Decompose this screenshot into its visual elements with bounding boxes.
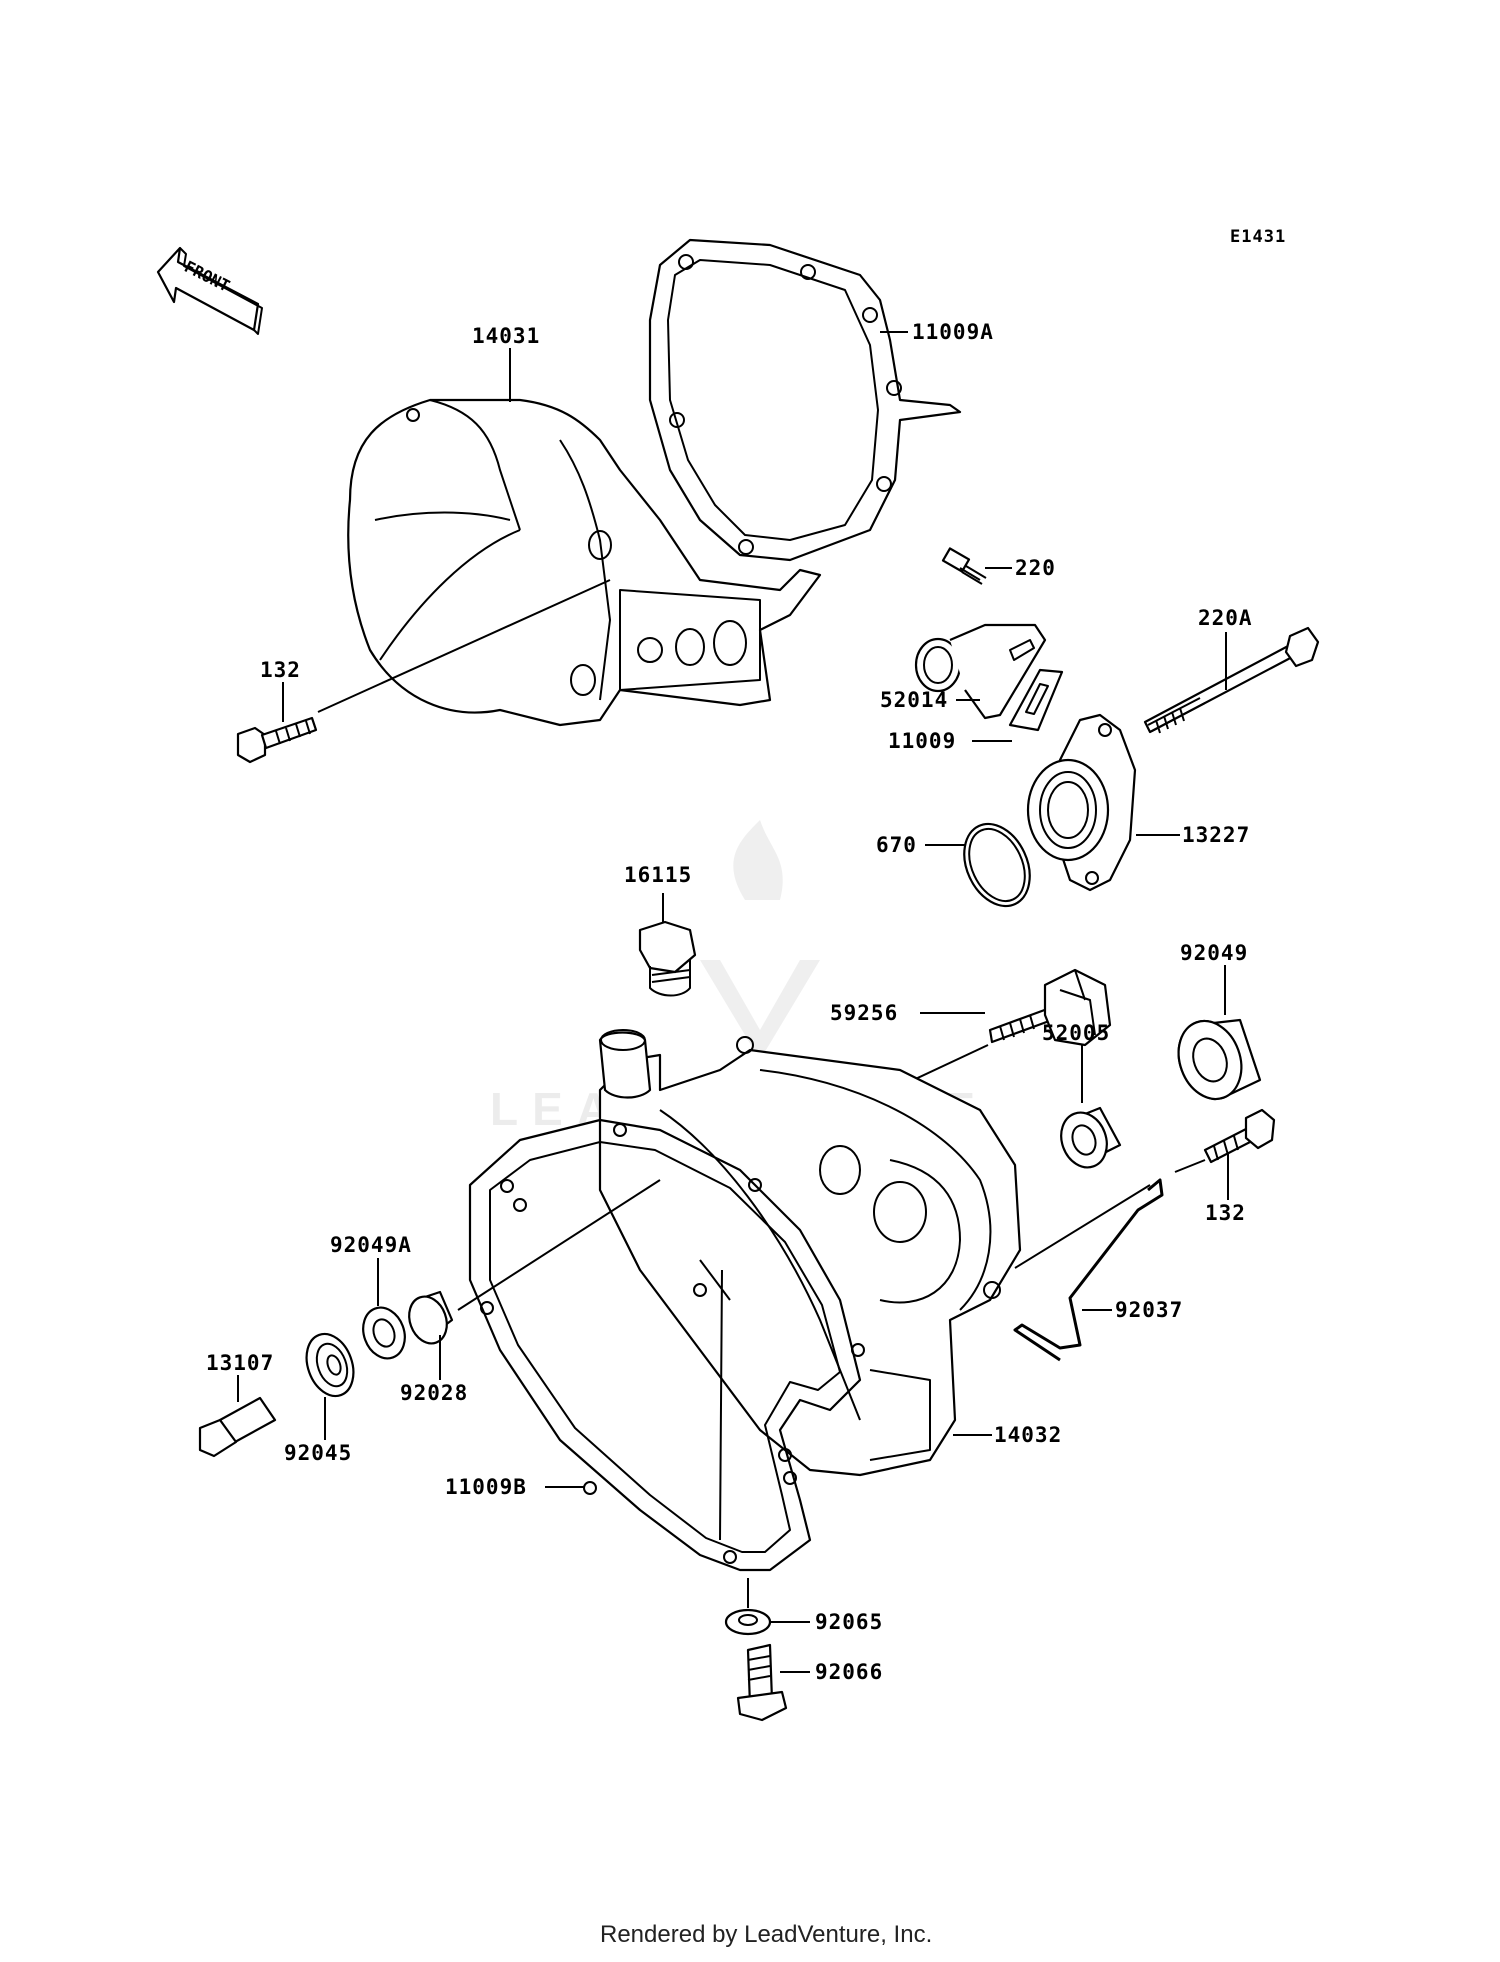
part-label-220: 220 bbox=[1015, 556, 1056, 580]
part-label-14032: 14032 bbox=[994, 1423, 1062, 1447]
part-label-92037: 92037 bbox=[1115, 1298, 1183, 1322]
part-label-52014: 52014 bbox=[880, 688, 948, 712]
cover-14031 bbox=[347, 398, 822, 727]
fitting-52014 bbox=[914, 623, 1047, 720]
bolt-220a bbox=[1143, 626, 1320, 734]
part-label-59256: 59256 bbox=[830, 1001, 898, 1025]
part-label-132-top: 132 bbox=[260, 658, 301, 682]
seal-92049a bbox=[362, 1306, 406, 1360]
bolt-92066 bbox=[736, 1643, 788, 1722]
part-label-13107: 13107 bbox=[206, 1351, 274, 1375]
part-label-220a: 220A bbox=[1198, 606, 1253, 630]
gasket-11009a bbox=[648, 238, 962, 562]
bearing-92045 bbox=[305, 1332, 355, 1398]
part-label-11009b: 11009B bbox=[445, 1475, 527, 1499]
clamp-92037 bbox=[1013, 1178, 1164, 1362]
bolt-132-top bbox=[236, 716, 318, 764]
collar-52005 bbox=[1060, 1106, 1122, 1169]
part-label-11009a: 11009A bbox=[912, 320, 994, 344]
part-label-92049: 92049 bbox=[1180, 941, 1248, 965]
front-arrow: FRONT bbox=[156, 246, 263, 335]
cap-16115 bbox=[638, 920, 697, 997]
part-label-670: 670 bbox=[876, 833, 917, 857]
part-label-13227: 13227 bbox=[1182, 823, 1250, 847]
figure-id: E1431 bbox=[1230, 227, 1286, 247]
part-label-16115: 16115 bbox=[624, 863, 692, 887]
part-label-132-mid: 132 bbox=[1205, 1201, 1246, 1225]
part-label-52005: 52005 bbox=[1042, 1021, 1110, 1045]
washer-92065 bbox=[724, 1608, 772, 1636]
part-label-92065: 92065 bbox=[815, 1610, 883, 1634]
seal-92049 bbox=[1177, 1018, 1262, 1101]
part-label-92049a: 92049A bbox=[330, 1233, 412, 1257]
cover-14032 bbox=[598, 1029, 1022, 1477]
part-label-92045: 92045 bbox=[284, 1441, 352, 1465]
part-label-92066: 92066 bbox=[815, 1660, 883, 1684]
housing-13227 bbox=[1026, 713, 1137, 892]
footer-credit: Rendered by LeadVenture, Inc. bbox=[600, 1921, 932, 1948]
part-label-92028: 92028 bbox=[400, 1381, 468, 1405]
shaft-13107 bbox=[198, 1396, 277, 1458]
part-label-11009: 11009 bbox=[888, 729, 956, 753]
o-ring-670 bbox=[963, 822, 1031, 908]
part-label-14031: 14031 bbox=[472, 324, 540, 348]
impeller-59256 bbox=[988, 968, 1112, 1047]
bolt-220 bbox=[941, 547, 987, 585]
bolt-132-mid bbox=[1203, 1108, 1276, 1164]
gasket-11009 bbox=[1008, 668, 1064, 732]
bushing-92028 bbox=[408, 1290, 454, 1345]
